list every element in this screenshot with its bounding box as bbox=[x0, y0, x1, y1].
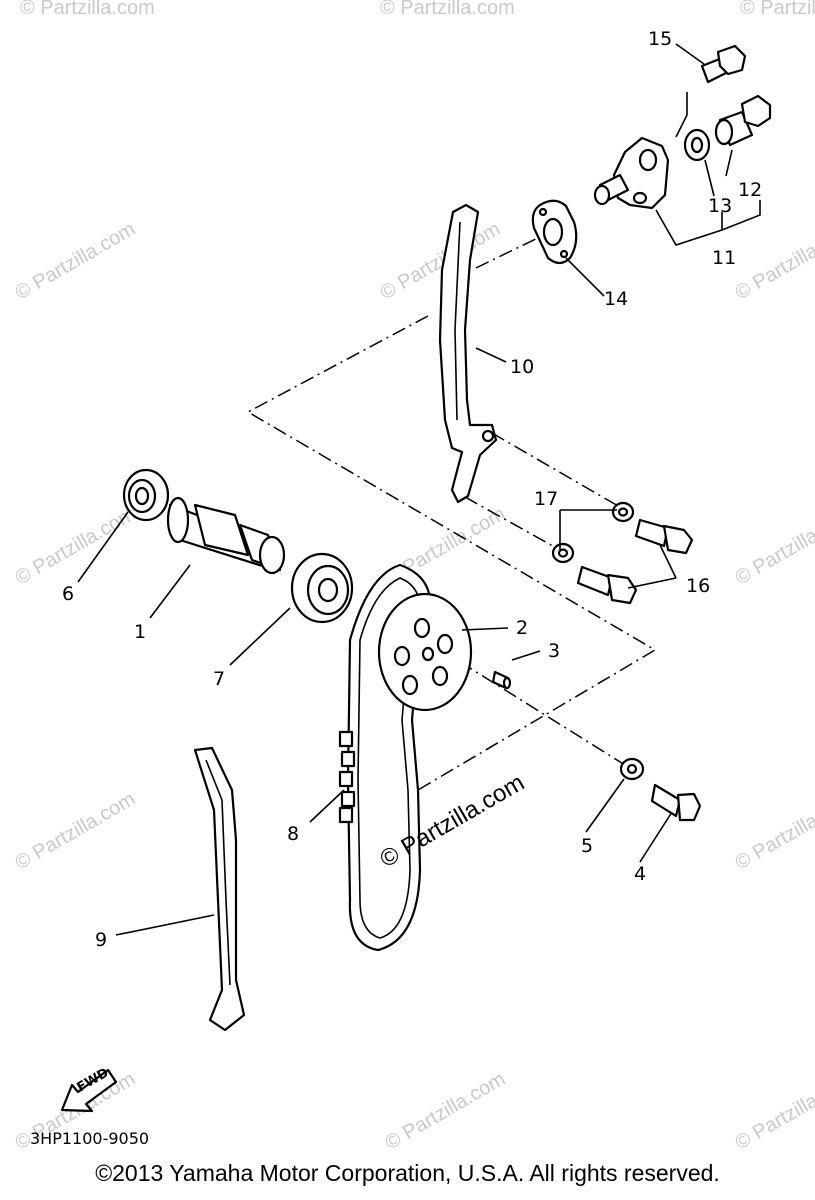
washer-13 bbox=[683, 128, 711, 162]
bearing-7 bbox=[290, 552, 354, 624]
watermark: © Partzilla.com bbox=[740, 0, 815, 19]
watermark: © Partzilla.com bbox=[382, 1068, 510, 1154]
camshaft bbox=[166, 496, 286, 575]
callout-7: 7 bbox=[213, 668, 225, 690]
bearing-6 bbox=[122, 468, 170, 522]
callout-5: 5 bbox=[581, 835, 593, 857]
bolt-16-upper bbox=[634, 518, 694, 555]
watermark: © Partzilla.com bbox=[12, 218, 140, 304]
bolt-15 bbox=[700, 44, 747, 84]
copyright-notice: ©2013 Yamaha Motor Corporation, U.S.A. A… bbox=[95, 1160, 720, 1186]
callout-11: 11 bbox=[712, 247, 736, 269]
washer-17-upper bbox=[611, 501, 635, 523]
watermark: © Partzilla.com bbox=[20, 0, 155, 19]
callout-10: 10 bbox=[510, 356, 534, 378]
watermark: © Partzilla.com bbox=[732, 503, 815, 589]
diagram-code: 3HP1100-9050 bbox=[30, 1129, 149, 1148]
gasket bbox=[531, 199, 578, 265]
callout-16: 16 bbox=[686, 575, 710, 597]
callout-6: 6 bbox=[62, 583, 74, 605]
chain-guide-lower bbox=[193, 746, 246, 1032]
callout-12: 12 bbox=[738, 179, 762, 201]
watermark: © Partzilla.com bbox=[380, 0, 515, 19]
watermark: © Partzilla.com bbox=[732, 1068, 815, 1154]
callout-14: 14 bbox=[604, 288, 628, 310]
callout-8: 8 bbox=[287, 823, 299, 845]
leader-lines bbox=[77, 43, 761, 936]
cam-sprocket bbox=[377, 592, 473, 712]
watermark: © Partzilla.com bbox=[732, 788, 815, 874]
callout-3: 3 bbox=[548, 640, 560, 662]
bolt-4 bbox=[650, 783, 702, 822]
callout-17: 17 bbox=[534, 488, 558, 510]
dowel-pin bbox=[491, 670, 512, 690]
watermark: © Partzilla.com bbox=[732, 218, 815, 304]
tensioner-guide bbox=[438, 203, 498, 504]
bolt-16-lower bbox=[576, 565, 638, 605]
callout-4: 4 bbox=[634, 863, 646, 885]
callout-1: 1 bbox=[134, 621, 146, 643]
tensioner-body bbox=[593, 136, 670, 210]
callout-15: 15 bbox=[648, 28, 672, 50]
washer-5 bbox=[619, 757, 645, 781]
cap-bolt-12 bbox=[714, 94, 772, 147]
callouts: 6 1 7 8 9 2 3 5 4 10 14 17 16 15 12 13 1… bbox=[62, 28, 762, 951]
callout-13: 13 bbox=[708, 195, 732, 217]
watermark: © Partzilla.com bbox=[12, 503, 140, 589]
watermark: © Partzilla.com bbox=[12, 788, 140, 874]
callout-2: 2 bbox=[516, 617, 528, 639]
washer-17-lower bbox=[551, 542, 575, 564]
callout-9: 9 bbox=[95, 929, 107, 951]
